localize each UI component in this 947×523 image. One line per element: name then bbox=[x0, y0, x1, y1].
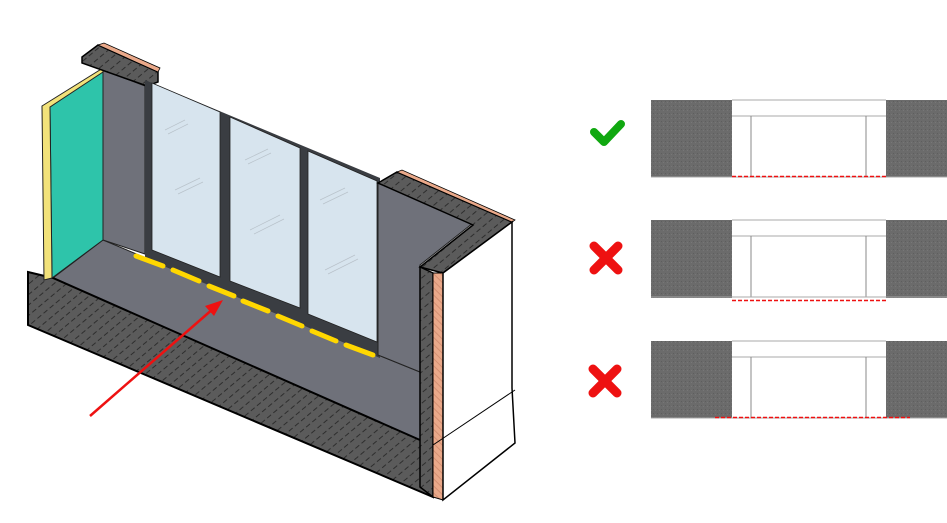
left-wall-membrane bbox=[41, 67, 104, 281]
option-correct bbox=[590, 99, 947, 178]
cross-icon bbox=[589, 241, 623, 275]
glass-pane-3 bbox=[307, 150, 378, 343]
window bbox=[145, 80, 380, 358]
isometric-section bbox=[27, 42, 516, 502]
detail-panel-3 bbox=[651, 340, 947, 419]
glass-pane-2 bbox=[229, 116, 301, 309]
detail-panel-1 bbox=[651, 99, 947, 178]
right-wall-section bbox=[419, 265, 434, 499]
detail-panel-2 bbox=[651, 219, 947, 302]
right-wall-render bbox=[432, 272, 444, 501]
right-exterior-face bbox=[442, 220, 516, 502]
pointer-arrow bbox=[89, 300, 223, 417]
check-icon bbox=[590, 120, 625, 146]
cross-icon bbox=[588, 364, 622, 398]
option-incorrect-2 bbox=[588, 340, 947, 419]
glass-pane-1 bbox=[151, 82, 221, 278]
option-incorrect-1 bbox=[589, 219, 947, 302]
sill-tape-dashes bbox=[133, 253, 376, 358]
left-reveal bbox=[102, 69, 146, 255]
left-cap-render bbox=[96, 42, 161, 73]
right-face-joint bbox=[432, 389, 516, 446]
